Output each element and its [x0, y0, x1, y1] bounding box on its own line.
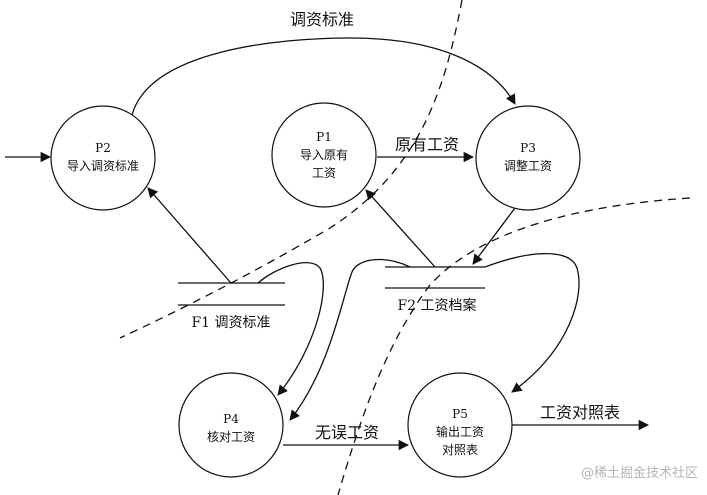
process-p2-circle[interactable] — [50, 105, 156, 211]
process-p2-name: 导入调资标准 — [67, 159, 139, 173]
store-f1-label: F1 调资标准 — [191, 315, 270, 331]
arrow-f1-to-p4 — [257, 262, 324, 396]
arrow-f2-to-p1 — [365, 189, 436, 268]
process-p5-name-line2: 对照表 — [442, 443, 478, 457]
process-p1-name-line2: 工资 — [312, 166, 336, 180]
arrow-p3-to-f2 — [472, 207, 516, 265]
process-p5-name-line1: 输出工资 — [436, 424, 484, 439]
process-p3-id: P3 — [520, 141, 536, 155]
boundary-dashed-line-2 — [337, 197, 691, 495]
process-p3-name: 调整工资 — [504, 158, 552, 173]
arrow-f1-to-p2 — [147, 187, 232, 284]
process-p3-circle[interactable] — [475, 105, 581, 211]
flow-label-top-arc: 调资标准 — [290, 10, 354, 29]
process-p1-name-line1: 导入原有 — [300, 148, 348, 162]
process-p4-circle[interactable] — [178, 372, 284, 478]
process-p1-id: P1 — [316, 130, 332, 144]
boundary-dashed-line-1 — [119, 0, 463, 339]
flow-label-p4-to-p5: 无误工资 — [315, 423, 379, 442]
process-p2-id: P2 — [95, 141, 111, 155]
flow-label-output: 工资对照表 — [540, 403, 620, 422]
process-p5-id: P5 — [452, 407, 468, 421]
watermark: @稀土掘金技术社区 — [581, 465, 698, 481]
process-p4-id: P4 — [223, 412, 239, 426]
arrow-p2-to-p3-arc — [131, 37, 516, 116]
flow-label-p1-to-p3: 原有工资 — [395, 135, 459, 154]
process-p4-name: 核对工资 — [207, 430, 255, 444]
process-p1-circle[interactable] — [271, 102, 377, 208]
store-f2-label: F2 工资档案 — [397, 297, 476, 314]
arrow-f2-to-p4 — [289, 258, 411, 421]
arrow-f2-to-p5 — [484, 253, 580, 393]
